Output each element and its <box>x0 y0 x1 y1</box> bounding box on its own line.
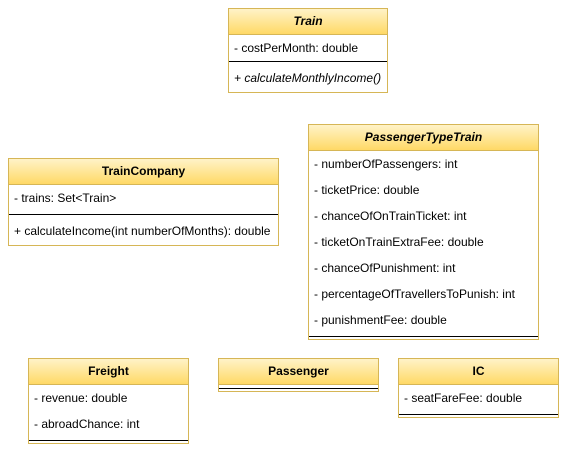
class-ic[interactable]: IC - seatFareFee: double <box>398 358 559 418</box>
divider <box>219 388 378 389</box>
attribute: - trains: Set<Train> <box>14 191 117 205</box>
class-name: IC <box>399 359 558 385</box>
attribute: - chanceOfOnTrainTicket: int <box>314 209 467 223</box>
attribute: - seatFareFee: double <box>404 391 523 405</box>
divider <box>309 336 538 337</box>
method: + calculateIncome(int numberOfMonths): d… <box>14 224 271 238</box>
divider <box>399 414 558 415</box>
class-name: Train <box>229 9 387 35</box>
class-name: Freight <box>29 359 188 385</box>
attribute: - numberOfPassengers: int <box>314 157 458 171</box>
class-passenger-type-train[interactable]: PassengerTypeTrain - numberOfPassengers:… <box>308 124 539 340</box>
class-freight[interactable]: Freight - revenue: double - abroadChance… <box>28 358 189 444</box>
attribute: - ticketOnTrainExtraFee: double <box>314 235 484 249</box>
attribute: - ticketPrice: double <box>314 183 420 197</box>
class-name: TrainCompany <box>9 159 278 185</box>
class-name: PassengerTypeTrain <box>309 125 538 151</box>
divider <box>229 61 387 62</box>
attribute: - percentageOfTravellersToPunish: int <box>314 287 515 301</box>
method: + calculateMonthlyIncome() <box>234 71 382 85</box>
divider <box>9 214 278 215</box>
attribute: - punishmentFee: double <box>314 313 447 327</box>
attribute: - abroadChance: int <box>34 417 140 431</box>
class-train[interactable]: Train - costPerMonth: double + calculate… <box>228 8 388 93</box>
class-train-company[interactable]: TrainCompany - trains: Set<Train> + calc… <box>8 158 279 246</box>
attribute: - revenue: double <box>34 391 128 405</box>
class-name: Passenger <box>219 359 378 385</box>
divider <box>29 440 188 441</box>
class-passenger[interactable]: Passenger <box>218 358 379 392</box>
attribute: - chanceOfPunishment: int <box>314 261 456 275</box>
attribute: - costPerMonth: double <box>234 41 359 55</box>
